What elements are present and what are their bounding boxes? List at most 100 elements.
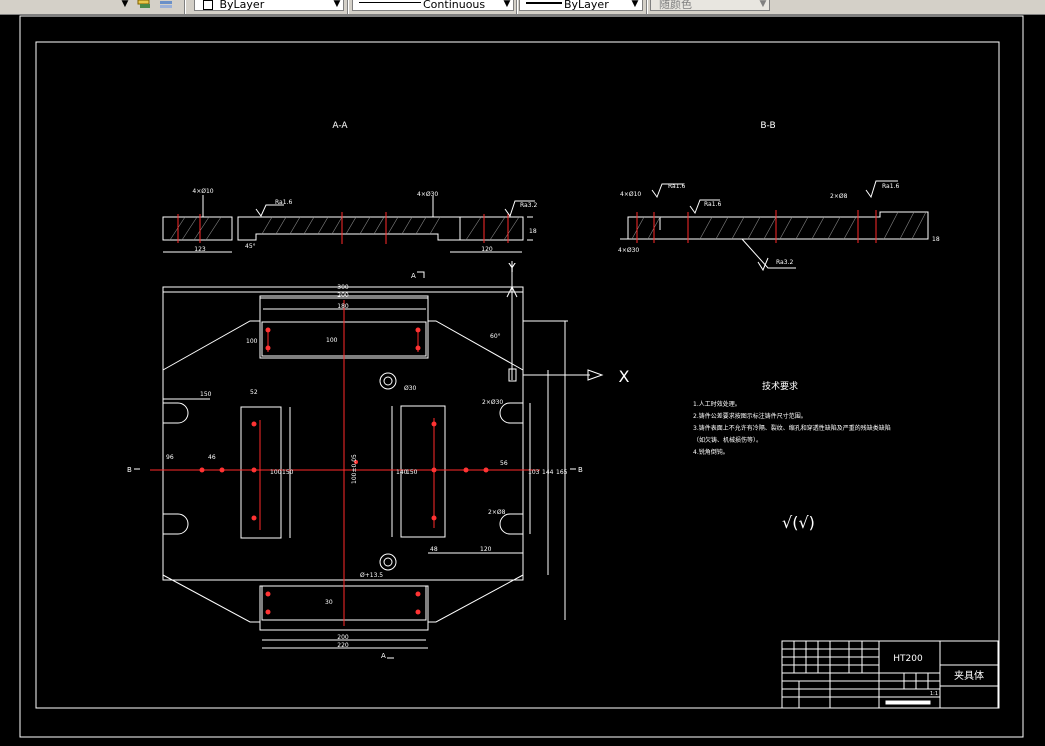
section-aa-dims: 4×Ø10 4×Ø30 123 120 18 45°: [192, 188, 536, 253]
svg-text:2.铸件公差要求按图示标注铸件尺寸范围。: 2.铸件公差要求按图示标注铸件尺寸范围。: [693, 412, 807, 420]
svg-text:200: 200: [337, 634, 349, 641]
plan-centerlines: [150, 300, 540, 626]
chevron-down-icon[interactable]: ▼: [631, 0, 639, 9]
svg-text:150: 150: [200, 391, 212, 398]
layer-states-icon[interactable]: [136, 0, 152, 11]
svg-text:4×Ø10: 4×Ø10: [192, 188, 213, 195]
svg-text:30: 30: [325, 599, 333, 606]
section-bb-centerlines: [636, 210, 877, 243]
svg-text:100: 100: [246, 338, 258, 345]
linetype-value: Continuous: [423, 0, 486, 11]
drawing-canvas[interactable]: A-A 4×Ø10 4×Ø30 123 120 18 45° Ra1.6 Ra3…: [0, 15, 1045, 742]
linetype-preview: [359, 2, 421, 3]
section-bb-label: B-B: [760, 121, 775, 131]
color-swatch: [203, 0, 213, 10]
chevron-down-icon[interactable]: ▼: [333, 0, 341, 9]
svg-text:56: 56: [500, 460, 508, 467]
svg-text:100: 100: [326, 337, 338, 344]
plan-holes: [199, 327, 489, 615]
svg-text:Ø30: Ø30: [404, 385, 417, 392]
svg-text:18: 18: [932, 236, 940, 243]
svg-text:144: 144: [542, 469, 554, 476]
roughness-label-bb: Ra3.2: [776, 259, 793, 266]
svg-text:165: 165: [556, 469, 568, 476]
svg-text:3.铸件表面上不允许有冷隔、裂纹、缩孔和穿透性缺陷及严重的残: 3.铸件表面上不允许有冷隔、裂纹、缩孔和穿透性缺陷及严重的残缺类缺陷: [693, 424, 891, 432]
section-aa-label: A-A: [332, 121, 348, 131]
svg-text:B: B: [127, 466, 132, 474]
svg-text:2×Ø8: 2×Ø8: [830, 193, 848, 200]
section-aa-centerlines: [177, 212, 509, 244]
properties-toolbar: ▼ ByLayer ▼ Continuous ▼ ByLayer ▼ 随颜色 ▼: [0, 0, 1045, 15]
svg-text:220: 220: [337, 642, 349, 649]
svg-text:150: 150: [282, 469, 294, 476]
lineweight-control[interactable]: ByLayer: [519, 0, 643, 11]
svg-text:Ra1.6: Ra1.6: [275, 199, 292, 206]
chevron-down-icon[interactable]: ▼: [121, 0, 129, 9]
roughness-symbol-4: Ra1.6: [689, 199, 721, 215]
plotstyle-control[interactable]: 随颜色: [650, 0, 770, 11]
svg-text:96: 96: [166, 454, 174, 461]
chevron-down-icon[interactable]: ▼: [503, 0, 511, 9]
svg-text:4×Ø10: 4×Ø10: [620, 191, 641, 198]
plotstyle-value: 随颜色: [659, 0, 692, 11]
section-aa-view: [162, 195, 533, 253]
svg-text:180: 180: [337, 303, 349, 310]
svg-text:120: 120: [481, 246, 493, 253]
svg-text:100: 100: [270, 469, 282, 476]
axis-x-label: X: [619, 367, 630, 386]
svg-text:45°: 45°: [245, 243, 256, 250]
svg-text:Ra1.6: Ra1.6: [668, 183, 685, 190]
svg-text:（如欠铸、机械损伤等）。: （如欠铸、机械损伤等）。: [693, 436, 762, 444]
general-roughness: √(√): [782, 513, 815, 532]
svg-text:4×Ø30: 4×Ø30: [618, 247, 639, 254]
svg-text:103: 103: [528, 469, 540, 476]
toolbar-separator: [347, 0, 349, 14]
svg-text:100±0.05: 100±0.05: [351, 454, 358, 484]
drawing-frame: [35, 41, 1000, 709]
title-block: [781, 640, 999, 709]
svg-text:200: 200: [337, 292, 349, 299]
svg-text:123: 123: [194, 246, 206, 253]
roughness-symbol-3: Ra1.6: [651, 183, 685, 199]
svg-text:150: 150: [406, 469, 418, 476]
chevron-down-icon[interactable]: ▼: [759, 0, 767, 9]
layer-previous-icon[interactable]: [158, 0, 174, 11]
toolbar-separator: [646, 0, 648, 14]
svg-text:140: 140: [396, 469, 408, 476]
svg-text:60°: 60°: [490, 333, 501, 340]
plan-dims: 300 200 180 200 220 100 100 30 150 52 56…: [166, 284, 568, 649]
lineweight-value: ByLayer: [564, 0, 609, 11]
section-bb-view: [620, 211, 929, 272]
color-control[interactable]: ByLayer: [194, 0, 344, 11]
svg-text:B: B: [578, 466, 583, 474]
svg-text:1.人工时效处理。: 1.人工时效处理。: [693, 400, 741, 408]
svg-text:48: 48: [430, 546, 438, 553]
svg-text:300: 300: [337, 284, 349, 291]
svg-text:Ra1.6: Ra1.6: [704, 201, 721, 208]
cad-drawing: A-A 4×Ø10 4×Ø30 123 120 18 45° Ra1.6 Ra3…: [19, 15, 1024, 738]
linetype-control[interactable]: Continuous: [352, 0, 514, 11]
svg-text:Ra1.6: Ra1.6: [882, 183, 899, 190]
svg-text:46: 46: [208, 454, 216, 461]
roughness-symbol-1: Ra1.6: [255, 199, 292, 217]
part-name: 夹具体: [954, 669, 984, 682]
svg-text:18: 18: [529, 228, 537, 235]
svg-text:4×Ø30: 4×Ø30: [417, 191, 438, 198]
svg-text:120: 120: [480, 546, 492, 553]
toolbar-separator: [516, 0, 518, 14]
roughness-symbol-5: Ra1.6: [865, 180, 899, 199]
plan-view: [162, 261, 604, 649]
section-bb-dims: 4×Ø10 4×Ø30 2×Ø8 18: [618, 191, 940, 254]
svg-text:A: A: [381, 652, 386, 660]
axis-y-label: Y: [507, 261, 516, 275]
scale-value: 1:1: [930, 691, 938, 697]
tech-requirements: 1.人工时效处理。 2.铸件公差要求按图示标注铸件尺寸范围。 3.铸件表面上不允…: [693, 400, 891, 456]
roughness-symbol-2: Ra3.2: [504, 200, 537, 218]
tech-title: 技术要求: [762, 380, 798, 392]
svg-text:52: 52: [250, 389, 258, 396]
color-value: ByLayer: [219, 0, 265, 11]
lineweight-preview: [526, 2, 562, 4]
toolbar-separator: [184, 0, 186, 14]
svg-text:2×Ø30: 2×Ø30: [482, 399, 503, 406]
svg-text:2×Ø8: 2×Ø8: [488, 509, 506, 516]
